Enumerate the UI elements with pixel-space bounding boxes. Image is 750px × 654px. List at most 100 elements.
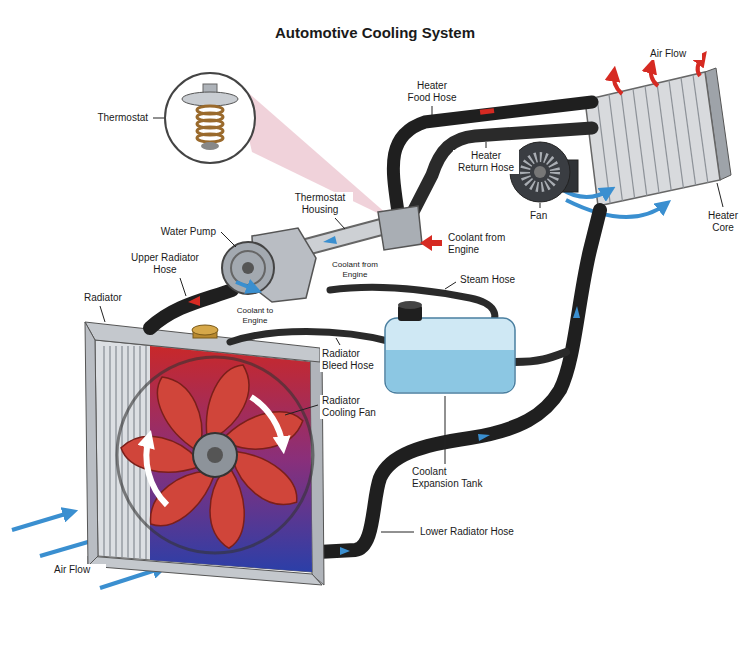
heater-core [681, 78, 696, 186]
upper-radiator-hose [150, 290, 232, 328]
part-label: Coolant Expansion Tank [410, 466, 494, 490]
part-label: Radiator Cooling Fan [320, 395, 386, 419]
blower-fan [510, 142, 570, 202]
thermostat-housing [420, 235, 432, 251]
water-pump [222, 228, 316, 302]
expansion-tank [385, 301, 515, 393]
leader-line [540, 203, 541, 208]
radiator [109, 346, 111, 556]
part-label: Radiator [82, 292, 132, 304]
upper-radiator-hose [150, 290, 232, 328]
lower-radiator-hose [318, 210, 600, 555]
lower-radiator-hose [515, 352, 566, 362]
thermostat-pipe [323, 236, 337, 244]
leader-line [381, 532, 414, 533]
part-label: Coolant to Engine [230, 306, 280, 325]
blower-fan [525, 157, 555, 187]
diagram-title: Automotive Cooling System [0, 24, 750, 41]
thermostat-inset [182, 92, 238, 106]
thermostat-housing [378, 206, 422, 250]
air-flow-arrow [12, 512, 72, 530]
part-label: Steam Hose [458, 274, 522, 286]
leader-line [445, 396, 446, 464]
part-label: Coolant from Engine [446, 232, 508, 256]
part-label: Air Flow [52, 564, 106, 576]
thermostat-inset [201, 142, 219, 150]
heater-core [621, 92, 635, 199]
lower-radiator-hose [478, 434, 490, 441]
leader-line [153, 118, 164, 119]
leader-line [285, 405, 318, 415]
expansion-tank [385, 318, 515, 393]
radiator-cooling-fan [117, 357, 313, 553]
radiator-cooling-fan [193, 433, 237, 477]
lower-radiator-hose [318, 210, 600, 552]
heater-core [633, 89, 647, 196]
heater-hose [393, 102, 592, 212]
zoom-cone [236, 82, 396, 222]
blower-fan [534, 166, 546, 178]
part-label: Coolant from Engine [330, 260, 380, 279]
thermostat-housing [378, 206, 442, 251]
expansion-tank [398, 301, 422, 309]
radiator [85, 322, 98, 566]
radiator [95, 340, 312, 572]
part-label: Upper Radiator Hose [125, 252, 205, 276]
heater-hose [480, 108, 495, 115]
heater-core [597, 97, 610, 203]
water-pump [236, 282, 256, 290]
part-label: Heater Core [701, 210, 745, 234]
blower-fan [510, 142, 578, 202]
thermostat-inset [197, 134, 223, 142]
heater-core [693, 75, 708, 183]
part-label: Water Pump [144, 226, 218, 238]
water-pump [222, 242, 274, 294]
heater-core [669, 80, 683, 187]
radiator-cooling-fan [251, 397, 283, 447]
air-flow-arrow [651, 64, 658, 86]
heater-core [585, 68, 731, 206]
heater-core [585, 72, 720, 206]
water-pump [242, 262, 254, 274]
leader-line [100, 306, 105, 322]
thermostat-inset [165, 73, 255, 163]
leader-line [221, 232, 236, 247]
leader-line [432, 106, 433, 115]
upper-radiator-hose [188, 296, 200, 306]
leader-line [486, 142, 487, 148]
bleed-hose [230, 332, 392, 343]
leader-line [445, 282, 456, 289]
bleed-hose [230, 332, 392, 343]
part-label: Radiator Bleed Hose [320, 348, 382, 372]
radiator [85, 322, 324, 585]
part-label: Thermostat Housing [287, 192, 353, 216]
air-flow-arrow [12, 56, 703, 588]
leader-line [336, 338, 340, 345]
radiator-cooling-fan [207, 447, 223, 463]
air-flow-arrow [566, 200, 666, 217]
heater-hose [393, 102, 592, 212]
thermostat-housing [432, 240, 442, 246]
zoom-cone [236, 82, 396, 222]
thermostat-inset [165, 73, 255, 163]
radiator [88, 556, 322, 585]
air-flow-arrow [614, 72, 622, 94]
lower-radiator-hose [573, 306, 580, 318]
part-label: Fan [528, 210, 556, 222]
heater-core [609, 94, 622, 200]
water-pump [231, 251, 265, 285]
radiator [103, 346, 105, 556]
heater-hose [414, 128, 592, 210]
heater-core [657, 83, 671, 190]
leader-line [717, 183, 723, 207]
radiator-cooling-fan [117, 357, 313, 553]
radiator [192, 325, 218, 335]
leader-line [335, 218, 345, 229]
part-label: Thermostat [82, 112, 150, 124]
radiator [85, 322, 320, 362]
leader-line [100, 106, 723, 532]
expansion-tank [386, 350, 514, 392]
radiator-cooling-fan [120, 365, 307, 551]
